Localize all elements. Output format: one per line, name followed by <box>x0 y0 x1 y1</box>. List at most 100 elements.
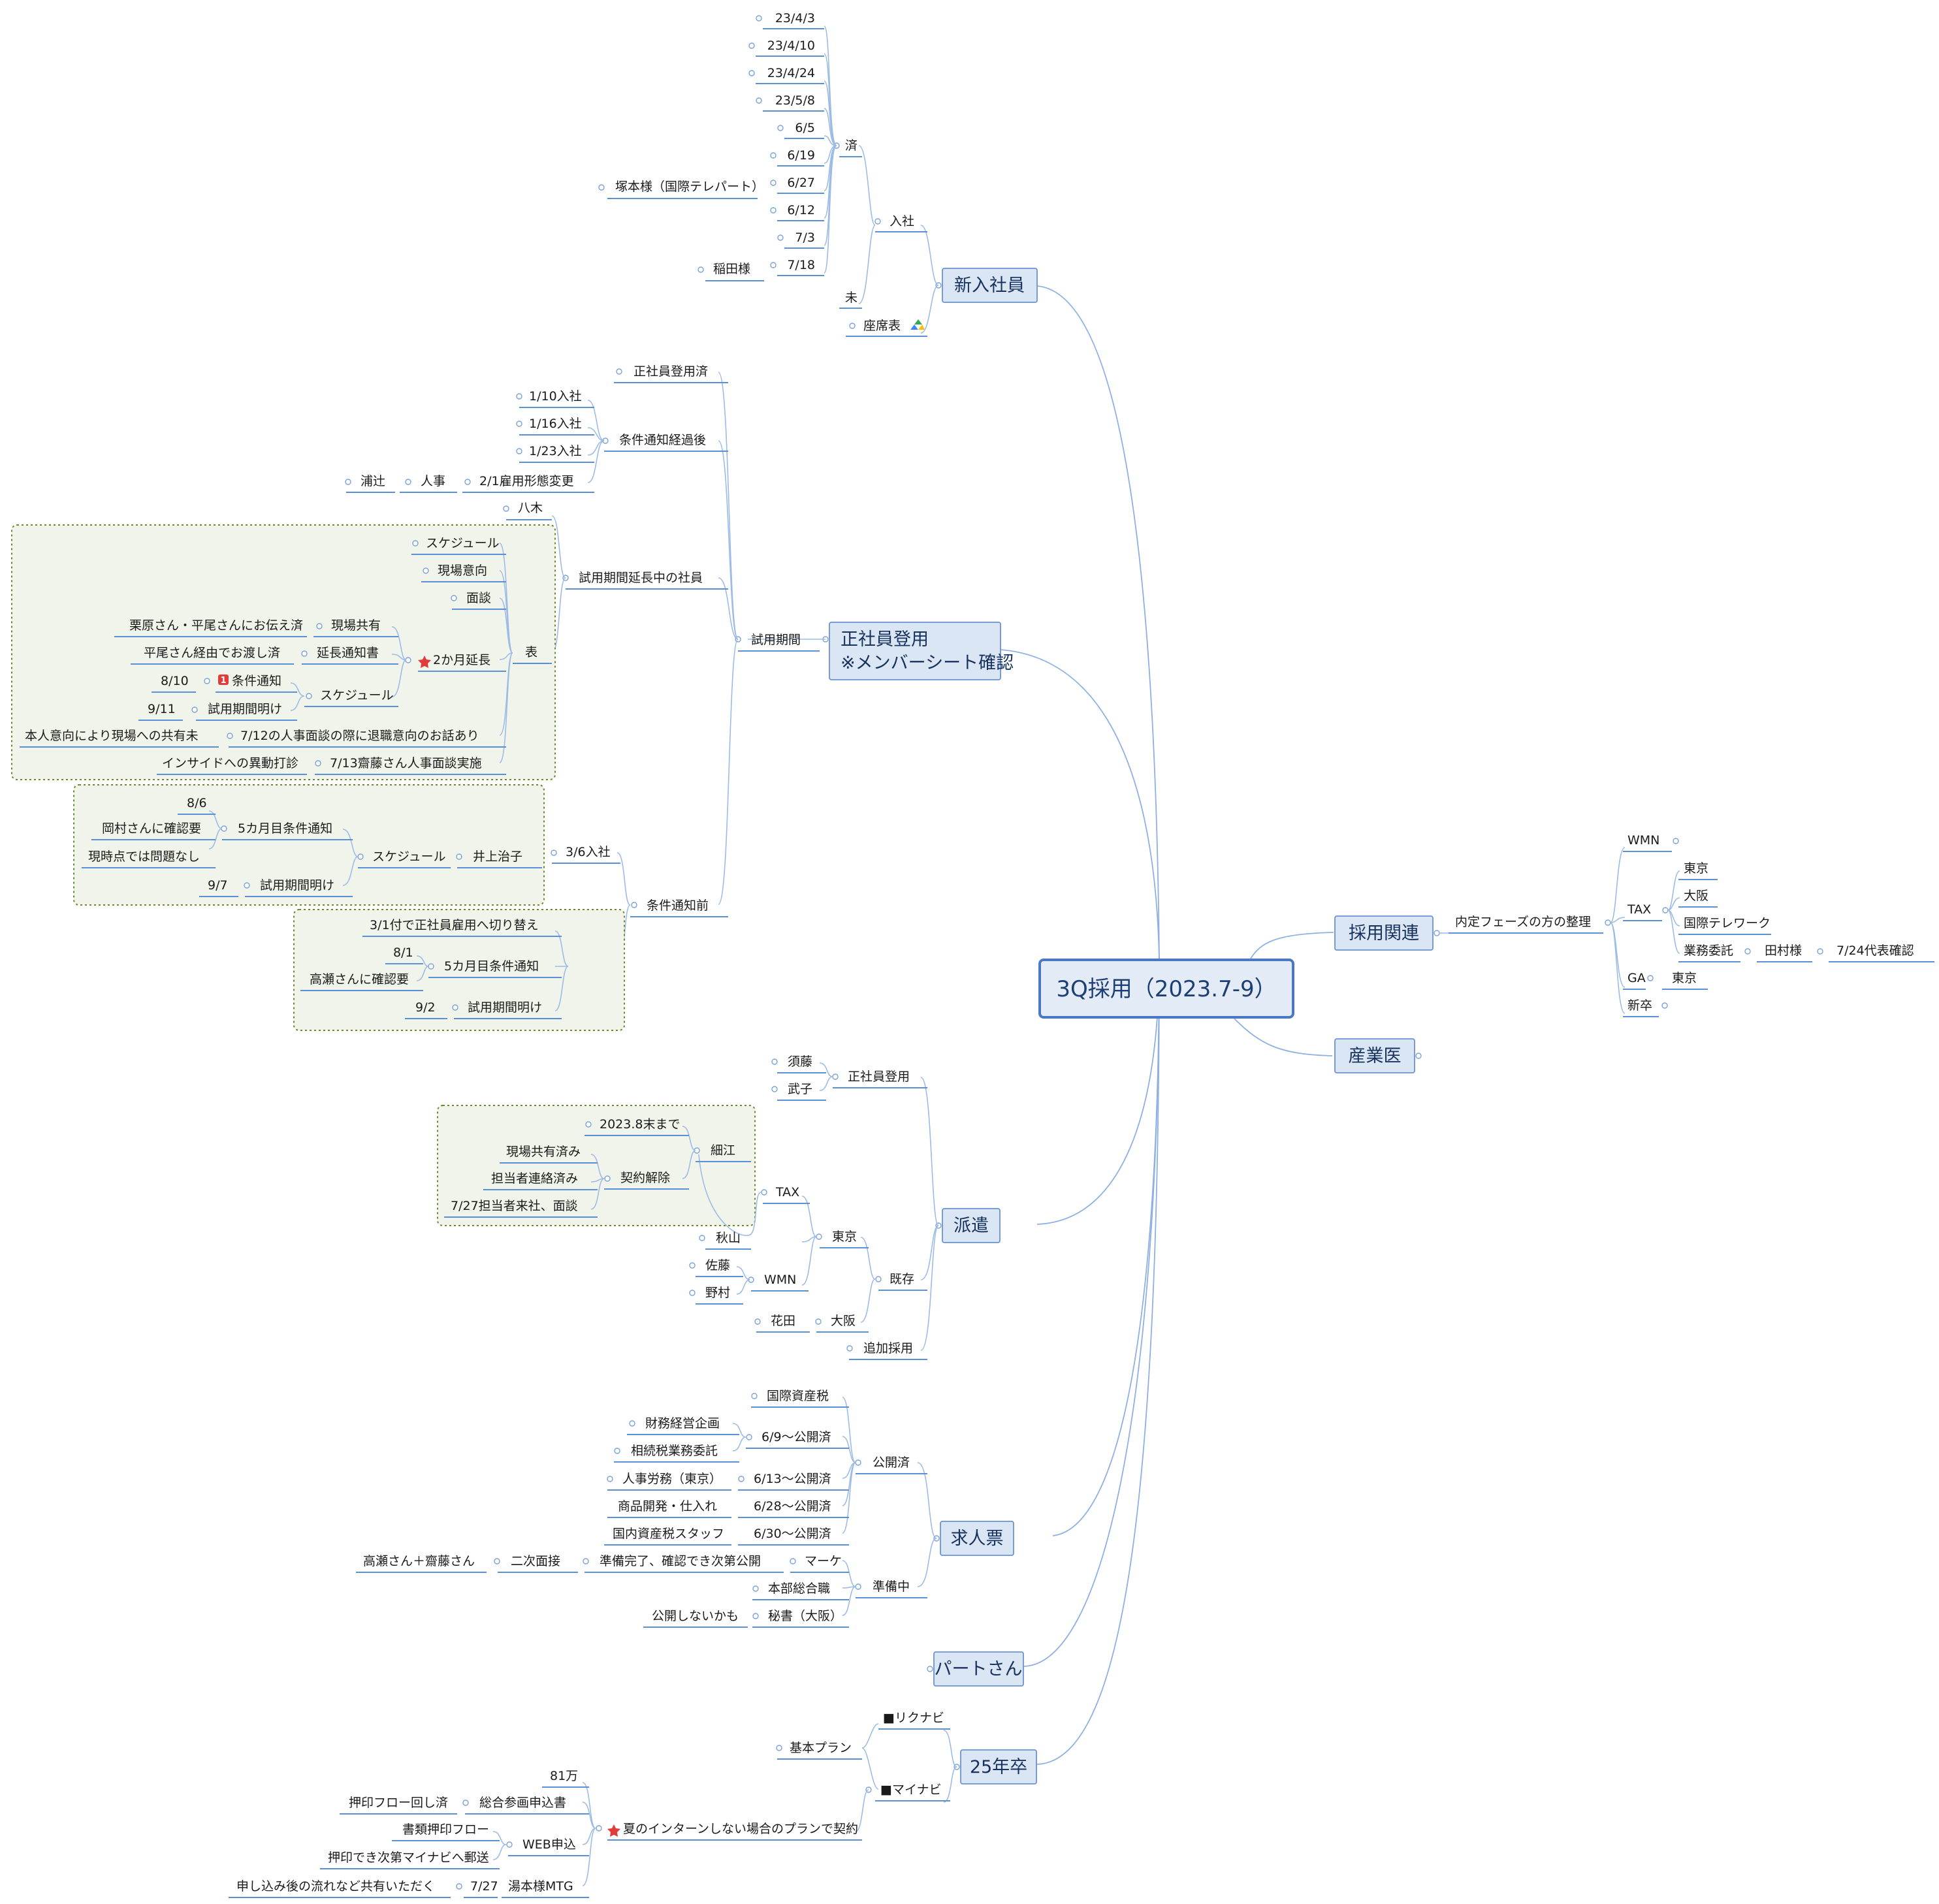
node-encho-chu[interactable]: 試用期間延長中の社員 <box>562 571 728 590</box>
node-jinji[interactable]: 人事 <box>400 474 457 493</box>
node-jinji-romu[interactable]: 人事労務（東京） <box>607 1472 731 1491</box>
node-nomura[interactable]: 野村 <box>689 1286 743 1305</box>
node-joken-mae[interactable]: 条件通知前 <box>630 898 728 917</box>
node-shorui[interactable]: 書類押印フロー <box>392 1822 500 1841</box>
node-shiyo-ake[interactable]: 試用期間明け <box>191 702 297 721</box>
node-nyusha[interactable]: 入社 <box>874 214 927 232</box>
node-kokai-zumi[interactable]: 公開済 <box>855 1455 927 1474</box>
node-akiyama[interactable]: 秋山 <box>699 1231 751 1250</box>
node-mendan[interactable]: 面談 <box>451 591 506 610</box>
node-inside[interactable]: インサイドへの異動打診 <box>157 756 307 775</box>
node-joken-keika[interactable]: 条件通知経過後 <box>602 433 728 452</box>
node-shohin[interactable]: 商品開発・仕入れ <box>607 1499 731 1518</box>
node-honbu[interactable]: 本部総合職 <box>752 1581 849 1600</box>
node-genba-kyoyu[interactable]: 現場共有 <box>313 618 398 637</box>
node-kurihara[interactable]: 栗原さん・平尾さんにお伝え済 <box>114 618 307 637</box>
branch-sotsu25[interactable]: 25年卒 <box>953 1749 1037 1785</box>
node-rikunabi[interactable]: ■リクナビ <box>878 1711 950 1730</box>
node-haken-sudo[interactable]: 須藤 <box>771 1055 826 1073</box>
date-item[interactable]: 6/19 <box>770 145 837 167</box>
node-oshi-mawashi[interactable]: 押印フロー回し済 <box>340 1796 457 1815</box>
node-haken-tourou[interactable]: 正社員登用 <box>832 1070 927 1088</box>
node-man81[interactable]: 81万 <box>542 1769 589 1788</box>
node-d810[interactable]: 8/10 <box>152 674 196 693</box>
keika-item[interactable]: 1/10入社 <box>516 389 594 408</box>
node-saiyo-tax[interactable]: TAX <box>1623 902 1669 921</box>
central-topic[interactable]: 3Q採用（2023.7-9） <box>1038 959 1294 1019</box>
node-hirao[interactable]: 平尾さん経由でお渡し済 <box>131 646 294 665</box>
node-web[interactable]: WEB申込 <box>506 1837 589 1856</box>
node-omote[interactable]: 表 <box>513 645 552 664</box>
node-gokagetsu2[interactable]: 5カ月目条件通知 <box>428 959 562 978</box>
branch-saiyo[interactable]: 採用関連 <box>1334 915 1440 951</box>
node-mark[interactable]: マーケ <box>790 1554 849 1573</box>
node-d97[interactable]: 9/7 <box>199 878 238 897</box>
branch-kyujin[interactable]: 求人票 <box>933 1521 1014 1556</box>
node-kokusai[interactable]: 国際資産税 <box>751 1389 849 1408</box>
node-made[interactable]: 2023.8末まで <box>585 1117 689 1136</box>
node-genba-ikou[interactable]: 現場意向 <box>421 563 506 582</box>
node-d724[interactable]: 7/24代表確認 <box>1829 944 1934 962</box>
node-hosoe[interactable]: 細江 <box>694 1143 751 1162</box>
node-mondai[interactable]: 現時点では問題なし <box>82 849 216 868</box>
node-k613[interactable]: 6/13〜公開済 <box>738 1472 849 1491</box>
node-haken-sato[interactable]: 佐藤 <box>689 1258 743 1277</box>
node-shiyo-ake2[interactable]: 試用期間明け <box>244 878 353 897</box>
keika-item[interactable]: 1/23入社 <box>516 444 594 463</box>
date-item[interactable]: 6/5 <box>777 121 837 146</box>
node-takase-saito[interactable]: 高瀬さん＋齋藤さん <box>356 1554 487 1573</box>
date-item[interactable]: 23/4/24 <box>748 66 837 146</box>
node-natsu[interactable]: 夏のインターンしない場合のプランで契約 <box>596 1822 862 1841</box>
branch-new-hire[interactable]: 新入社員 <box>935 268 1038 303</box>
node-two-month[interactable]: 2か月延長 <box>405 653 506 672</box>
branch-sangyoi[interactable]: 産業医 <box>1334 1038 1422 1073</box>
node-yumoto[interactable]: 湯本様MTG <box>502 1879 589 1898</box>
date-item[interactable]: 7/3 <box>777 145 837 249</box>
node-d86[interactable]: 8/6 <box>178 796 216 815</box>
node-ga[interactable]: GA <box>1623 971 1654 990</box>
branch-part[interactable]: パートさん <box>927 1651 1024 1687</box>
node-saiyo-tokyo[interactable]: 東京 <box>1678 861 1718 880</box>
node-tsuika[interactable]: 追加採用 <box>846 1341 927 1360</box>
node-oshi-yusou[interactable]: 押印でき次第マイナビへ郵送 <box>320 1850 500 1869</box>
node-hanada[interactable]: 花田 <box>754 1314 810 1333</box>
node-inoue[interactable]: 井上治子 <box>456 849 542 868</box>
node-kizon[interactable]: 既存 <box>875 1272 927 1291</box>
node-k628[interactable]: 6/28〜公開済 <box>738 1499 849 1518</box>
node-d81[interactable]: 8/1 <box>385 945 423 964</box>
node-encho-tsuchi[interactable]: 延長通知書 <box>301 646 398 665</box>
node-junbi-kanryo[interactable]: 準備完了、確認でき次第公開 <box>583 1554 784 1573</box>
node-uratsuji[interactable]: 浦辻 <box>345 474 395 493</box>
node-joken-tsuchi[interactable]: 1 条件通知 <box>204 674 297 693</box>
node-haken-osaka[interactable]: 大阪 <box>815 1314 869 1333</box>
node-sched1[interactable]: スケジュール <box>411 536 506 555</box>
node-k630[interactable]: 6/30〜公開済 <box>738 1527 849 1546</box>
node-tamura[interactable]: 田村様 <box>1757 944 1823 962</box>
node-tourouzumi[interactable]: 正社員登用済 <box>614 364 728 383</box>
node-zaimu[interactable]: 財務経営企画 <box>627 1416 739 1435</box>
node-haken-tax[interactable]: TAX <box>761 1185 810 1204</box>
node-honnin[interactable]: 本人意向により現場への共有未 <box>20 729 219 748</box>
node-naitei[interactable]: 内定フェーズの方の整理 <box>1449 915 1611 934</box>
node-kokai-shinai[interactable]: 公開しないかも <box>643 1609 748 1628</box>
node-saiyo-wmn[interactable]: WMN <box>1623 833 1679 852</box>
node-sched2[interactable]: スケジュール <box>304 688 398 707</box>
date-item[interactable]: 23/5/8 <box>756 93 837 146</box>
node-sozoku[interactable]: 相続税業務委託 <box>614 1444 739 1463</box>
node-mynavi[interactable]: ■マイナビ <box>865 1783 950 1801</box>
node-kaiyaku[interactable]: 契約解除 <box>604 1171 689 1190</box>
node-haken-wmn[interactable]: WMN <box>748 1273 809 1292</box>
node-niji[interactable]: 二次面接 <box>494 1554 578 1573</box>
date-item[interactable]: 7/18 <box>770 145 837 276</box>
node-kihon[interactable]: 基本プラン <box>776 1741 862 1760</box>
node-kokusai-tele[interactable]: 国際テレワーク <box>1678 916 1771 935</box>
node-okamura[interactable]: 岡村さんに確認要 <box>91 821 216 840</box>
node-d727[interactable]: 7/27 <box>456 1879 498 1898</box>
node-keitai[interactable]: 2/1雇用形態変更 <box>462 474 594 493</box>
node-haken-tokyo[interactable]: 東京 <box>816 1230 869 1248</box>
node-takeko[interactable]: 武子 <box>771 1082 826 1101</box>
node-inada[interactable]: 稲田様 <box>697 262 764 281</box>
branch-haken[interactable]: 派遣 <box>935 1208 1001 1243</box>
date-item[interactable]: 6/12 <box>770 145 837 221</box>
node-mi[interactable]: 未 <box>839 291 862 309</box>
